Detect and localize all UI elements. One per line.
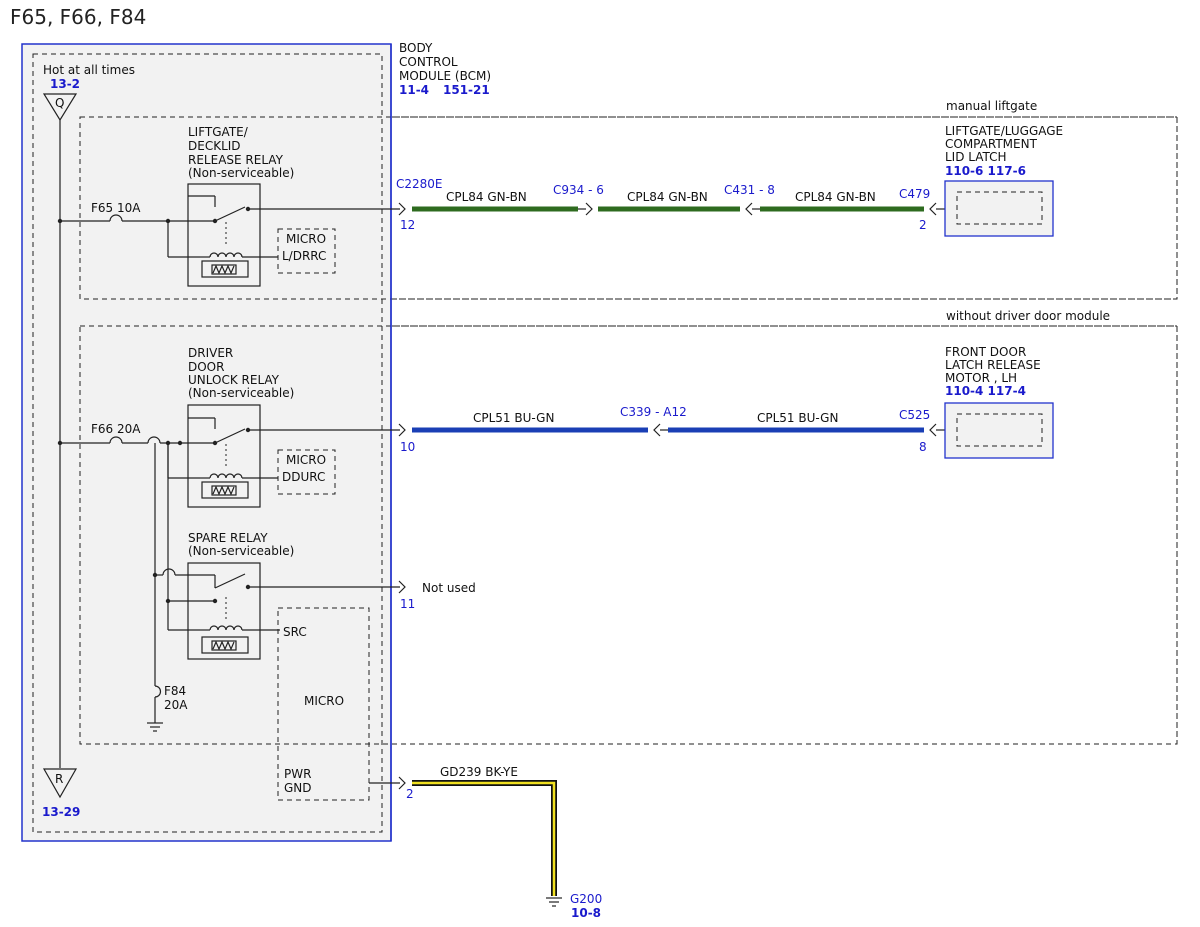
connector-c2280e: C2280E: [396, 177, 443, 191]
connector-arrow-icon: [398, 202, 406, 216]
connector-c479: C479: [899, 187, 930, 201]
motor-label-1: FRONT DOOR: [945, 345, 1026, 359]
wire-gd239: [412, 780, 557, 896]
micro-ldrrc-label-1: MICRO: [286, 232, 326, 246]
motor-ref: 110-4 117-4: [945, 384, 1026, 398]
relay-spare-label-2: (Non-serviceable): [188, 544, 294, 558]
bcm-ref-1: 11-4: [399, 83, 429, 97]
hot-label: Hot at all times: [43, 63, 135, 77]
latch-label-2: COMPARTMENT: [945, 137, 1038, 151]
bcm-label-2: CONTROL: [399, 55, 458, 69]
motor-label-2: LATCH RELEASE: [945, 358, 1041, 372]
wire-cpl84-label-3: CPL84 GN-BN: [795, 190, 876, 204]
connector-c525: C525: [899, 408, 930, 422]
hot-ref-bottom: 13-29: [42, 805, 80, 819]
section-label-liftgate: manual liftgate: [946, 99, 1037, 113]
relay-liftgate-label-2: DECKLID: [188, 139, 241, 153]
connector-c934: C934 - 6: [553, 183, 604, 197]
relay-driver-label-2: DOOR: [188, 360, 224, 374]
pin-10: 10: [400, 440, 415, 454]
pin-2-ground: 2: [406, 787, 414, 801]
motor-label-3: MOTOR , LH: [945, 371, 1017, 385]
resistor-icon: [211, 264, 237, 275]
micro-ldrrc-box: [277, 228, 336, 274]
micro-src-label: SRC: [283, 625, 307, 639]
bcm-label-3: MODULE (BCM): [399, 69, 491, 83]
pin-8: 8: [919, 440, 927, 454]
pin-2: 2: [919, 218, 927, 232]
micro-ddurc-label-2: DDURC: [282, 470, 325, 484]
relay-driver-label-4: (Non-serviceable): [188, 386, 294, 400]
not-used-label: Not used: [422, 581, 476, 595]
wire-gd239-label: GD239 BK-YE: [440, 765, 518, 779]
connector-c339: C339 - A12: [620, 405, 687, 419]
micro-gnd-label: GND: [284, 781, 312, 795]
relay-driver-label-3: UNLOCK RELAY: [188, 373, 280, 387]
micro-ldrrc-label-2: L/DRRC: [282, 249, 326, 263]
fuse-f65-label: F65 10A: [91, 201, 141, 215]
fuse-f66-label: F66 20A: [91, 422, 141, 436]
micro-ddurc-label-1: MICRO: [286, 453, 326, 467]
motor-component-box: [944, 402, 1054, 459]
symbol-q: Q: [55, 96, 64, 110]
fuse-f65-icon: [109, 214, 123, 222]
pin-11: 11: [400, 597, 415, 611]
relay-spare-box: [187, 562, 261, 660]
relay-driver-label-1: DRIVER: [188, 346, 233, 360]
relay-liftgate-label-4: (Non-serviceable): [188, 166, 294, 180]
micro-main-box: [277, 607, 370, 801]
wire-cpl51-label-2: CPL51 BU-GN: [757, 411, 838, 425]
bcm-ref-2: 151-21: [443, 83, 490, 97]
relay-liftgate-label-1: LIFTGATE/: [188, 125, 249, 139]
triangle-r-icon: [42, 768, 78, 799]
micro-main-label: MICRO: [304, 694, 344, 708]
pin-12: 12: [400, 218, 415, 232]
wire-cpl84-label-2: CPL84 GN-BN: [627, 190, 708, 204]
bcm-inner-dashed-box: [32, 53, 383, 833]
section-label-driver-door: without driver door module: [946, 309, 1110, 323]
wire-cpl84-label-1: CPL84 GN-BN: [446, 190, 527, 204]
fuse-f84-icon: [154, 685, 162, 698]
ground-g200-label: G200: [570, 892, 602, 906]
wire-cpl51-label-1: CPL51 BU-GN: [473, 411, 554, 425]
hot-ref-top: 13-2: [50, 77, 80, 91]
micro-pwr-label: PWR: [284, 767, 311, 781]
micro-ddurc-box: [277, 449, 336, 495]
relay-spare-label-1: SPARE RELAY: [188, 531, 268, 545]
page-title: F65, F66, F84: [10, 5, 146, 29]
fuse-f84-label-1: F84: [164, 684, 186, 698]
relay-liftgate-label-3: RELEASE RELAY: [188, 153, 284, 167]
fuse-f66-icon: [109, 436, 123, 444]
relay-coil-icon: [209, 252, 243, 258]
bcm-label-1: BODY: [399, 41, 433, 55]
connector-c431: C431 - 8: [724, 183, 775, 197]
latch-label-3: LID LATCH: [945, 150, 1007, 164]
symbol-r: R: [55, 772, 63, 786]
latch-ref: 110-6 117-6: [945, 164, 1026, 178]
triangle-q-icon: [42, 93, 78, 122]
fuse-f84-label-2: 20A: [164, 698, 188, 712]
latch-label-1: LIFTGATE/LUGGAGE: [945, 124, 1063, 138]
ground-g200-ref: 10-8: [571, 906, 601, 920]
latch-component-box: [944, 180, 1054, 237]
